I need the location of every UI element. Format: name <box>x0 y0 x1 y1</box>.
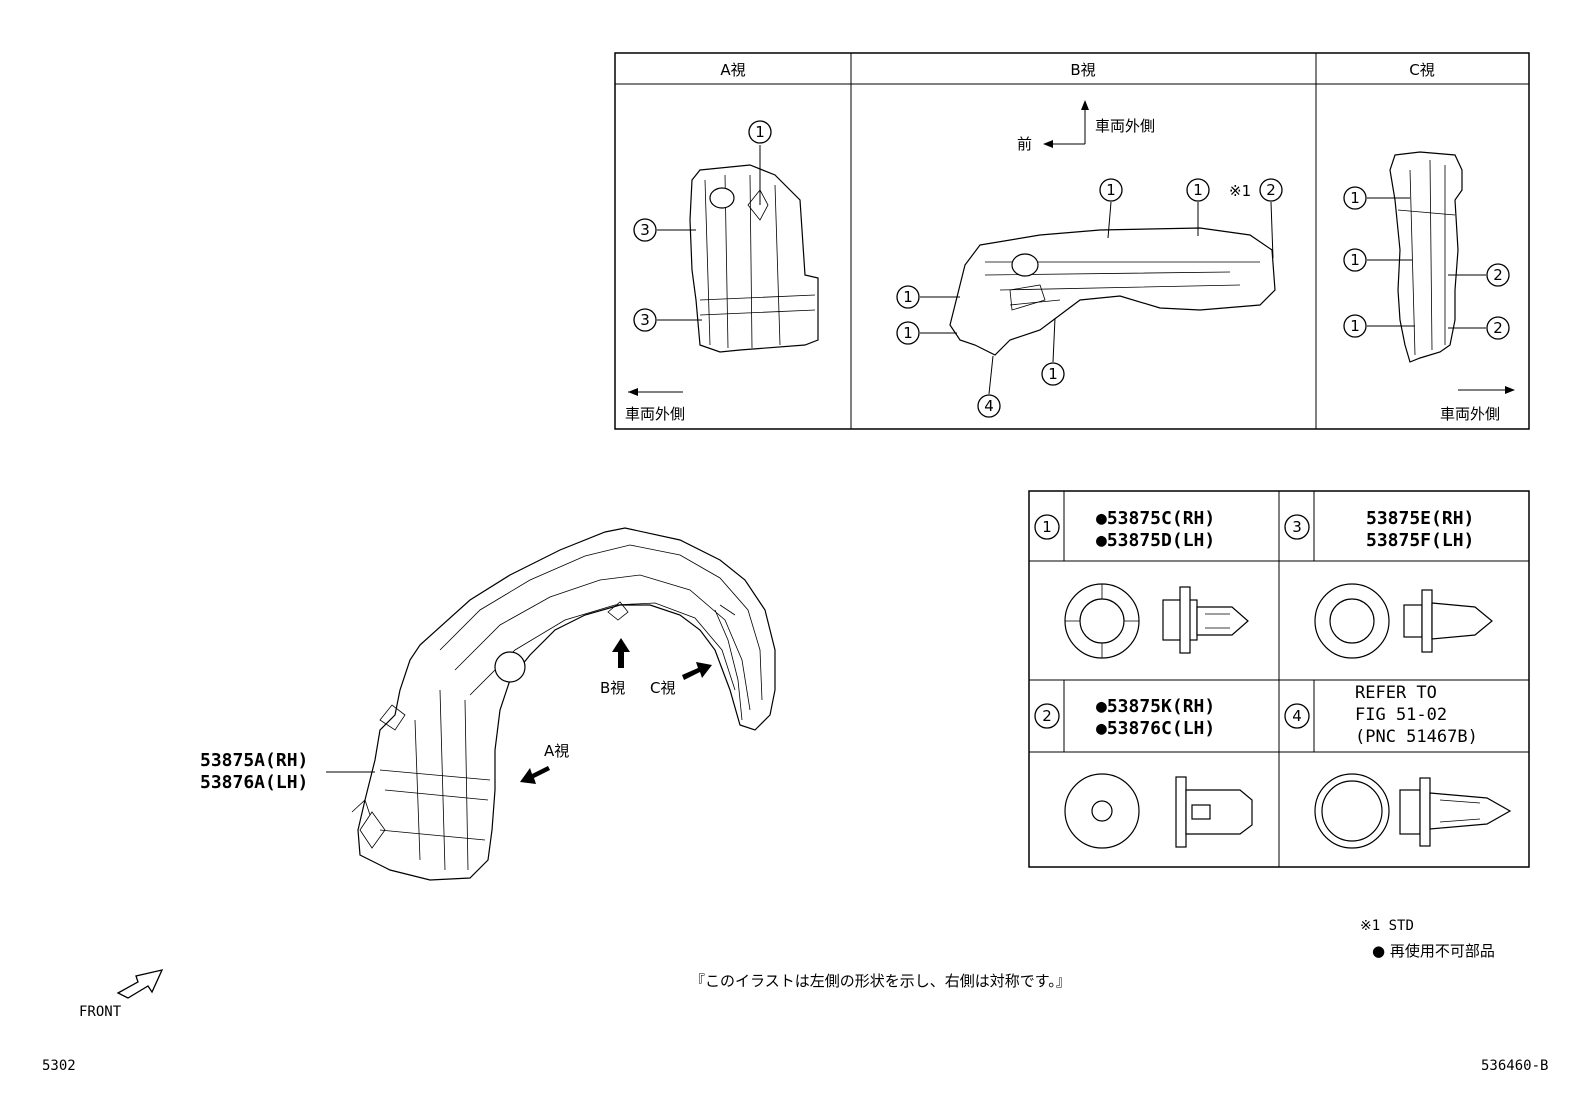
view-b: 車両外側 前 1 1 ※1 2 1 1 1 4 <box>896 100 1283 418</box>
arrow-label-a: A視 <box>544 742 569 760</box>
callout-3: 3 <box>640 221 650 239</box>
main-part-label-lh: 53876A(LH) <box>200 772 308 793</box>
parts-table: 1 ●53875C(RH) ●53875D(LH) 3 53875E(RH) 5… <box>1028 490 1530 868</box>
front-label: FRONT <box>79 1004 122 1020</box>
part-1-rh: ●53875C(RH) <box>1096 508 1215 529</box>
arrow-label-b: B視 <box>600 679 625 697</box>
part-4-line3: (PNC 51467B) <box>1355 727 1478 747</box>
part-4-line2: FIG 51-02 <box>1355 705 1447 725</box>
callout-1: 1 <box>1350 317 1360 335</box>
view-a-title: A視 <box>720 61 745 79</box>
view-a: 1 3 3 車両外側 <box>625 120 819 423</box>
front-arrow-icon <box>116 969 164 999</box>
callout-1: 1 <box>1350 251 1360 269</box>
symmetry-note: 『このイラストは左側の形状を示し、右側は対称です。』 <box>690 972 1071 990</box>
fender-liner-illustration: 53875A(RH) 53876A(LH) B視 C視 A視 <box>200 527 776 881</box>
table-num-3: 3 <box>1292 518 1302 536</box>
callout-1: 1 <box>1106 181 1116 199</box>
outer-side-label: 車両外側 <box>1440 405 1500 423</box>
table-num-4: 4 <box>1292 707 1302 725</box>
callout-2: 2 <box>1493 266 1503 284</box>
non-reusable-note: ● 再使用不可部品 <box>1372 942 1495 960</box>
clip-3-drawing <box>1314 583 1493 659</box>
callout-3: 3 <box>640 311 650 329</box>
view-c: 1 1 1 2 2 車両外側 <box>1343 151 1515 423</box>
page-code-left: 5302 <box>42 1058 76 1074</box>
callout-1: 1 <box>1193 181 1203 199</box>
part-2-rh: ●53875K(RH) <box>1096 696 1215 717</box>
clip-1-drawing <box>1064 583 1249 659</box>
page-code-right: 536460-B <box>1481 1058 1548 1074</box>
clip-4-drawing <box>1314 773 1512 849</box>
part-4-line1: REFER TO <box>1355 683 1437 703</box>
callout-1: 1 <box>1350 189 1360 207</box>
part-2-lh: ●53876C(LH) <box>1096 718 1215 739</box>
view-b-title: B視 <box>1070 61 1095 79</box>
arrow-label-c: C視 <box>650 679 675 697</box>
part-3-lh: 53875F(LH) <box>1366 530 1474 551</box>
callout-1: 1 <box>1048 365 1058 383</box>
part-3-rh: 53875E(RH) <box>1366 508 1474 529</box>
callout-1: 1 <box>755 123 765 141</box>
outer-side-label: 車両外側 <box>1095 117 1155 135</box>
part-1-lh: ●53875D(LH) <box>1096 530 1215 551</box>
outer-side-label: 車両外側 <box>625 405 685 423</box>
callout-1: 1 <box>903 324 913 342</box>
view-table: A視 B視 C視 <box>614 52 1530 430</box>
callout-4: 4 <box>984 397 994 415</box>
front-direction-label: 前 <box>1017 135 1032 153</box>
table-num-2: 2 <box>1042 707 1052 725</box>
std-mark: ※1 <box>1229 182 1251 200</box>
callout-1: 1 <box>903 288 913 306</box>
main-part-label-rh: 53875A(RH) <box>200 750 308 771</box>
std-note: ※1 STD <box>1360 918 1414 934</box>
callout-2: 2 <box>1493 319 1503 337</box>
view-c-title: C視 <box>1409 61 1434 79</box>
clip-2-drawing <box>1064 773 1253 849</box>
table-num-1: 1 <box>1042 518 1052 536</box>
callout-2: 2 <box>1266 181 1276 199</box>
